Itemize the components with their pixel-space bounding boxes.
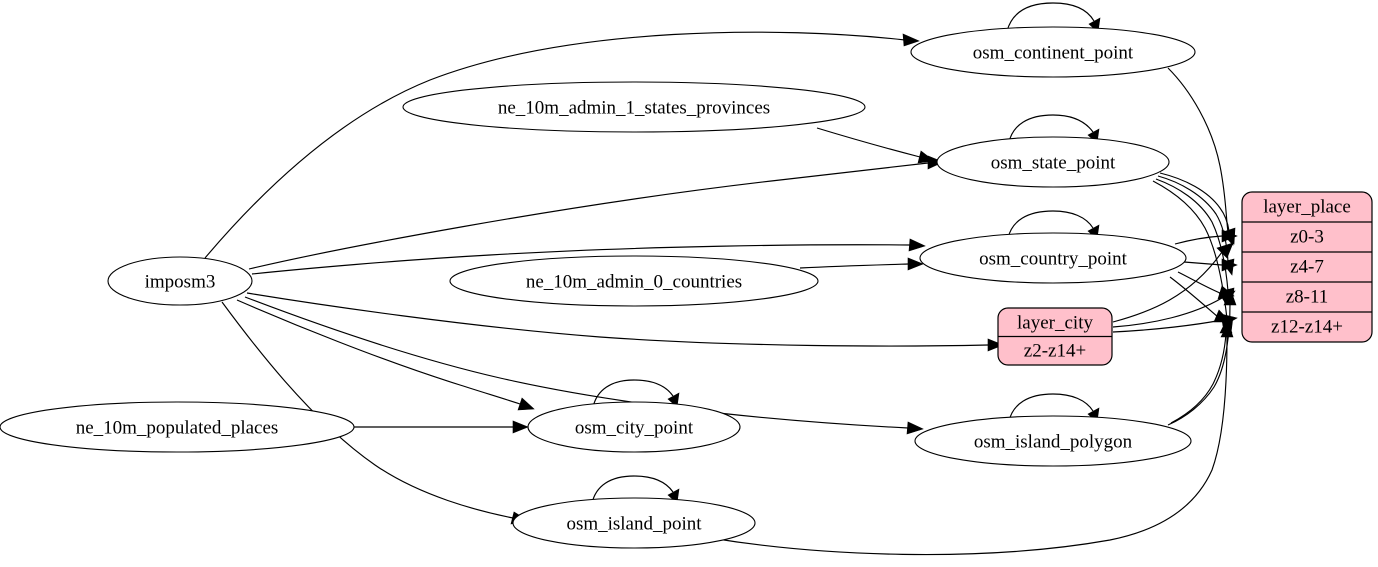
node-label-ne_10m_admin_0_countries: ne_10m_admin_0_countries [526,272,742,293]
layer_place-header: layer_place [1263,197,1351,218]
node-osm_city_point[interactable]: osm_city_point [527,401,741,453]
node-layer: imposm3 ne_10m_populated_places ne_10m_a… [0,26,1196,549]
node-imposm3[interactable]: imposm3 [107,256,253,306]
layer_place-row-z8-11[interactable]: z8-11 [1286,287,1329,308]
edge-ne_10m_admin_1_states_provinces-to-osm_state_point [816,127,935,164]
node-label-imposm3: imposm3 [145,272,216,293]
layer_city-row-z2-z14plus[interactable]: z2-z14+ [1024,341,1086,362]
edge-osm_country_point-to-layer_place-z4-7 [1183,258,1238,272]
layer-table-layer_place[interactable]: layer_place z0-3 z4-7 z8-11 z12-z14+ [1241,191,1373,343]
node-label-osm_continent_point: osm_continent_point [973,43,1134,64]
edge-osm_country_point-to-layer_place-z0-3 [1174,229,1238,245]
edge-imposm3-to-osm_island_polygon [244,296,924,435]
node-label-ne_10m_populated_places: ne_10m_populated_places [76,418,279,439]
node-label-osm_state_point: osm_state_point [991,153,1116,174]
edge-imposm3-to-osm_city_point [236,299,535,411]
edge-ne_10m_admin_0_countries-to-osm_country_point [799,257,924,271]
node-label-osm_island_polygon: osm_island_polygon [974,432,1133,453]
node-label-ne_10m_admin_1_states_provinces: ne_10m_admin_1_states_provinces [498,98,770,119]
edge-osm_continent_point-to-layer_place-z0-3 [1167,67,1235,246]
node-osm_continent_point[interactable]: osm_continent_point [910,26,1196,78]
edge-imposm3-to-layer_city [246,292,1004,352]
edge-imposm3-to-osm_state_point [248,155,944,270]
edge-layer_city-to-layer_place-z0-3 [1112,242,1234,323]
node-ne_10m_populated_places[interactable]: ne_10m_populated_places [0,401,355,453]
node-label-osm_city_point: osm_city_point [575,418,694,439]
layer_place-row-z4-7[interactable]: z4-7 [1290,257,1324,278]
node-osm_island_polygon[interactable]: osm_island_polygon [914,415,1192,467]
layer_city-header: layer_city [1017,313,1093,334]
edge-osm_island_point-to-layer_place-z12-z14 [710,322,1234,556]
node-ne_10m_admin_0_countries[interactable]: ne_10m_admin_0_countries [449,255,819,307]
node-osm_country_point[interactable]: osm_country_point [919,232,1187,284]
layer-table-layer_city[interactable]: layer_city z2-z14+ [997,307,1113,366]
node-label-osm_country_point: osm_country_point [979,249,1127,270]
layer_place-row-z12-z14plus[interactable]: z12-z14+ [1271,317,1343,338]
node-ne_10m_admin_1_states_provinces[interactable]: ne_10m_admin_1_states_provinces [402,81,866,133]
edge-imposm3-to-osm_continent_point [204,31,920,259]
layer_place-row-z0-3[interactable]: z0-3 [1290,227,1324,248]
node-osm_island_point[interactable]: osm_island_point [512,497,756,549]
edge-imposm3-to-osm_country_point [251,238,926,275]
node-label-osm_island_point: osm_island_point [566,514,702,535]
node-osm_state_point[interactable]: osm_state_point [936,136,1170,188]
edge-ne_10m_populated_places-to-osm_city_point [354,420,529,434]
